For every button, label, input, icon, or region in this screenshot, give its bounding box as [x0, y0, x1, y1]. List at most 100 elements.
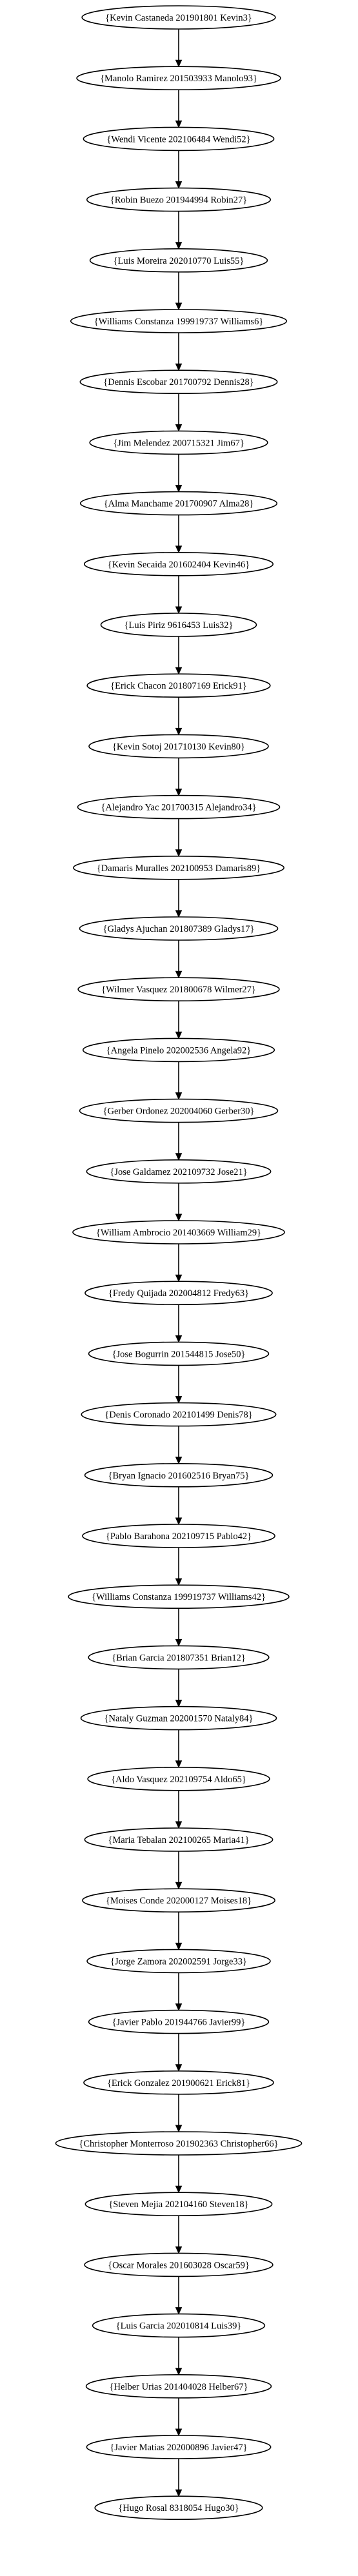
- node-label: {Steven Mejia 202104160 Steven18}: [108, 2199, 248, 2210]
- node-label: {Williams Constanza 199919737 Williams6}: [94, 317, 264, 327]
- list-node: {Maria Tebalan 202100265 Maria41}: [84, 1827, 273, 1852]
- node-ellipse: [83, 2070, 274, 2095]
- arrowhead: [175, 970, 183, 979]
- arrowhead: [175, 1092, 183, 1100]
- arrowhead: [175, 1942, 183, 1951]
- node-label: {Christopher Monterroso 201902363 Christ…: [79, 2139, 278, 2149]
- list-node: {Brian Garcia 201807351 Brian12}: [88, 1645, 270, 1670]
- node-label: {Angela Pinelo 202002536 Angela92}: [106, 1045, 252, 1056]
- arrowhead: [175, 1396, 183, 1404]
- edges: [175, 29, 183, 2497]
- node-ellipse: [84, 2252, 273, 2277]
- list-node: {Gladys Ajuchan 201807389 Gladys17}: [79, 916, 279, 941]
- node-ellipse: [79, 1098, 279, 1123]
- arrowhead: [175, 2003, 183, 2011]
- arrowhead: [175, 1700, 183, 1707]
- node-label: {Kevin Castaneda 201901801 Kevin3}: [105, 13, 252, 23]
- node-label: {Hugo Rosal 8318054 Hugo30}: [118, 2503, 239, 2513]
- node-ellipse: [83, 126, 275, 152]
- list-node: {Erick Chacon 201807169 Erick91}: [86, 673, 271, 698]
- node-label: {Luis Moreira 202010770 Luis55}: [114, 256, 244, 266]
- node-ellipse: [88, 1645, 270, 1670]
- node-label: {Kevin Sotoj 201710130 Kevin80}: [112, 742, 245, 752]
- node-label: {William Ambrocio 201403669 William29}: [96, 1228, 261, 1238]
- list-node: {Williams Constanza 199919737 Williams6}: [70, 309, 288, 333]
- arrowhead: [175, 1274, 183, 1283]
- arrowhead: [175, 1821, 183, 1829]
- list-node: {Wilmer Vasquez 201800678 Wilmer27}: [77, 977, 280, 1001]
- list-node: {Jorge Zamora 202002591 Jorge33}: [86, 1949, 271, 1974]
- node-label: {Jim Melendez 200715321 Jim67}: [113, 438, 244, 448]
- node-ellipse: [73, 856, 284, 880]
- node-ellipse: [79, 369, 278, 395]
- node-ellipse: [79, 491, 278, 516]
- node-label: {Damaris Muralles 202100953 Damaris89}: [97, 863, 261, 874]
- node-ellipse: [100, 613, 257, 637]
- node-ellipse: [85, 1281, 273, 1305]
- arrowhead: [175, 2307, 183, 2315]
- node-ellipse: [89, 430, 268, 455]
- arrowhead: [175, 2246, 183, 2254]
- node-ellipse: [83, 551, 274, 576]
- list-node: {Kevin Sotoj 201710130 Kevin80}: [88, 734, 269, 759]
- list-node: {Jose Galdamez 202109732 Jose21}: [86, 1159, 272, 1184]
- arrowhead: [175, 302, 183, 311]
- node-label: {Moises Conde 202000127 Moises18}: [106, 1896, 252, 1906]
- arrowhead: [175, 1153, 183, 1161]
- node-ellipse: [89, 248, 268, 273]
- node-label: {Wilmer Vasquez 201800678 Wilmer27}: [101, 985, 256, 995]
- node-label: {Gerber Ordonez 202004060 Gerber30}: [103, 1106, 255, 1117]
- arrowhead: [175, 1457, 183, 1465]
- arrowhead: [175, 727, 183, 736]
- node-ellipse: [87, 1767, 270, 1791]
- node-label: {Fredy Quijada 202004812 Fredy63}: [108, 1288, 249, 1299]
- list-node: {Fredy Quijada 202004812 Fredy63}: [85, 1281, 273, 1305]
- node-label: {Wendi Vicente 202106484 Wendi52}: [106, 134, 250, 144]
- list-node: {Damaris Muralles 202100953 Damaris89}: [73, 856, 284, 880]
- node-label: {Erick Chacon 201807169 Erick91}: [110, 681, 247, 691]
- node-ellipse: [77, 977, 280, 1001]
- arrowhead: [175, 1760, 183, 1769]
- node-ellipse: [94, 2495, 263, 2520]
- arrowhead: [175, 424, 183, 432]
- arrowhead: [175, 1882, 183, 1890]
- node-label: {Jorge Zamora 202002591 Jorge33}: [110, 1956, 247, 1967]
- node-ellipse: [68, 1584, 290, 1609]
- list-node: {Steven Mejia 202104160 Steven18}: [85, 2192, 273, 2216]
- node-ellipse: [86, 1159, 272, 1184]
- node-label: {Jose Bogurrin 201544815 Jose50}: [112, 1349, 246, 1359]
- node-ellipse: [92, 2313, 266, 2338]
- list-node: {Alejandro Yac 201700315 Alejandro34}: [77, 794, 281, 820]
- arrowhead: [175, 2428, 183, 2437]
- arrowhead: [175, 2064, 183, 2072]
- node-ellipse: [86, 2435, 272, 2459]
- arrowhead: [175, 1214, 183, 1222]
- arrowhead: [175, 485, 183, 493]
- arrowhead: [175, 181, 183, 189]
- list-node: {Luis Garcia 202010814 Luis39}: [92, 2313, 266, 2338]
- list-node: {Gerber Ordonez 202004060 Gerber30}: [79, 1098, 279, 1123]
- list-node: {Pablo Barahona 202109715 Pablo42}: [82, 1524, 275, 1548]
- arrowhead: [175, 667, 183, 675]
- node-ellipse: [86, 187, 272, 212]
- node-ellipse: [86, 1949, 271, 1974]
- arrowhead: [175, 1031, 183, 1039]
- node-label: {Erick Gonzalez 201900621 Erick81}: [107, 2078, 250, 2089]
- arrowhead: [175, 1335, 183, 1343]
- nodes: {Kevin Castaneda 201901801 Kevin3}{Manol…: [55, 5, 303, 2520]
- list-node: {Jim Melendez 200715321 Jim67}: [89, 430, 268, 455]
- arrowhead: [175, 120, 183, 128]
- node-ellipse: [76, 66, 281, 90]
- arrowhead: [175, 242, 183, 250]
- node-ellipse: [80, 1706, 277, 1731]
- node-ellipse: [85, 2374, 272, 2399]
- list-node: {Williams Constanza 199919737 Williams42…: [68, 1584, 290, 1609]
- list-node: {William Ambrocio 201403669 William29}: [72, 1220, 285, 1244]
- node-label: {Javier Matias 202000896 Javier47}: [110, 2443, 247, 2453]
- node-label: {Javier Pablo 201944766 Javier99}: [112, 2018, 246, 2028]
- node-label: {Helber Urias 201404028 Helber67}: [110, 2382, 248, 2392]
- list-node: {Oscar Morales 201603028 Oscar59}: [84, 2252, 273, 2277]
- list-node: {Robin Buezo 201944994 Robin27}: [86, 187, 272, 212]
- node-ellipse: [70, 309, 288, 333]
